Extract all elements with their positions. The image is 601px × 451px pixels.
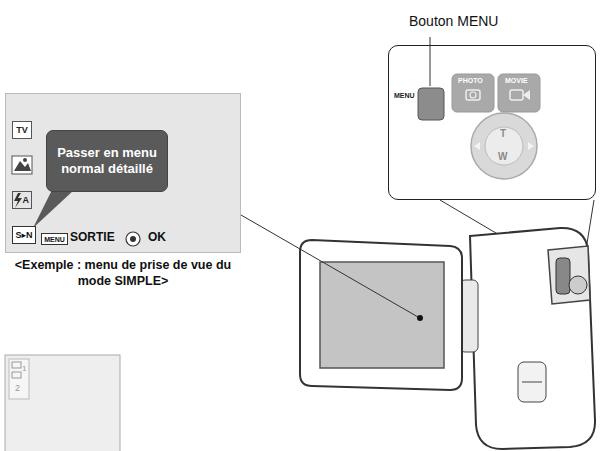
node-text: A [23, 195, 30, 205]
second-screen-tabs [9, 359, 29, 399]
photo-button [452, 74, 494, 112]
tab-glyph [12, 362, 21, 368]
joystick-arrow [474, 142, 480, 150]
tab-number: 1 [22, 364, 26, 373]
node-text: Passer en menu normal détaillé [53, 145, 161, 178]
leader-line [241, 215, 418, 317]
camera-glyph [466, 90, 480, 100]
joystick-symbol [130, 236, 136, 242]
tv-icon: TV [12, 121, 32, 139]
landscape-icon [23, 158, 27, 162]
screen-panel: SORTIE OK TV A S▸N Passer en menu normal déta… [5, 93, 241, 253]
button-label: MENU [394, 92, 415, 99]
camera-controls [548, 246, 590, 304]
joystick-center [485, 127, 523, 165]
callout-fill [388, 45, 596, 200]
lcd [320, 262, 444, 368]
video-glyph [510, 90, 523, 100]
joystick-arrow [528, 142, 534, 150]
tab-glyph [12, 372, 21, 378]
movie-button [498, 74, 540, 112]
zoom-label: T [500, 128, 506, 139]
video-glyph [523, 90, 530, 100]
leader-dot [417, 315, 423, 321]
node-text: Bouton MENU [409, 13, 498, 29]
tooltip: Passer en menu normal détaillé [46, 130, 168, 192]
camera-dial [569, 276, 587, 294]
camera-button [518, 362, 546, 402]
button-label: PHOTO [458, 77, 483, 84]
tooltip-tail [33, 190, 74, 228]
mode-switch-icon: S▸N [12, 226, 36, 244]
zoom-label: W [498, 151, 507, 162]
callout-box: Bouton MENU [388, 45, 596, 200]
camera-lever [556, 258, 570, 294]
tab-number: 2 [15, 383, 20, 393]
node-text: TV [16, 125, 28, 135]
camera-glyph [470, 92, 476, 98]
screen-ground [5, 93, 241, 253]
menu-button [418, 88, 444, 120]
button-label: MOVIE [505, 77, 528, 84]
flash-icon: A [12, 191, 32, 209]
node-text: OK [148, 230, 166, 244]
caption: <Exemple : menu de prise de vue du mode … [5, 257, 241, 290]
joystick-symbol [126, 232, 140, 246]
landscape-icon [12, 156, 32, 174]
flash-glyph [14, 193, 22, 208]
landscape-icon [14, 161, 31, 171]
second-screen [5, 355, 120, 451]
camera-body [470, 228, 595, 449]
menu-key-mark: MENU [41, 233, 68, 245]
node-text: S▸N [15, 230, 32, 240]
joystick [471, 113, 537, 179]
node-text: SORTIE [70, 230, 115, 244]
node-text: MENU [44, 236, 65, 243]
camera-button [522, 382, 542, 383]
